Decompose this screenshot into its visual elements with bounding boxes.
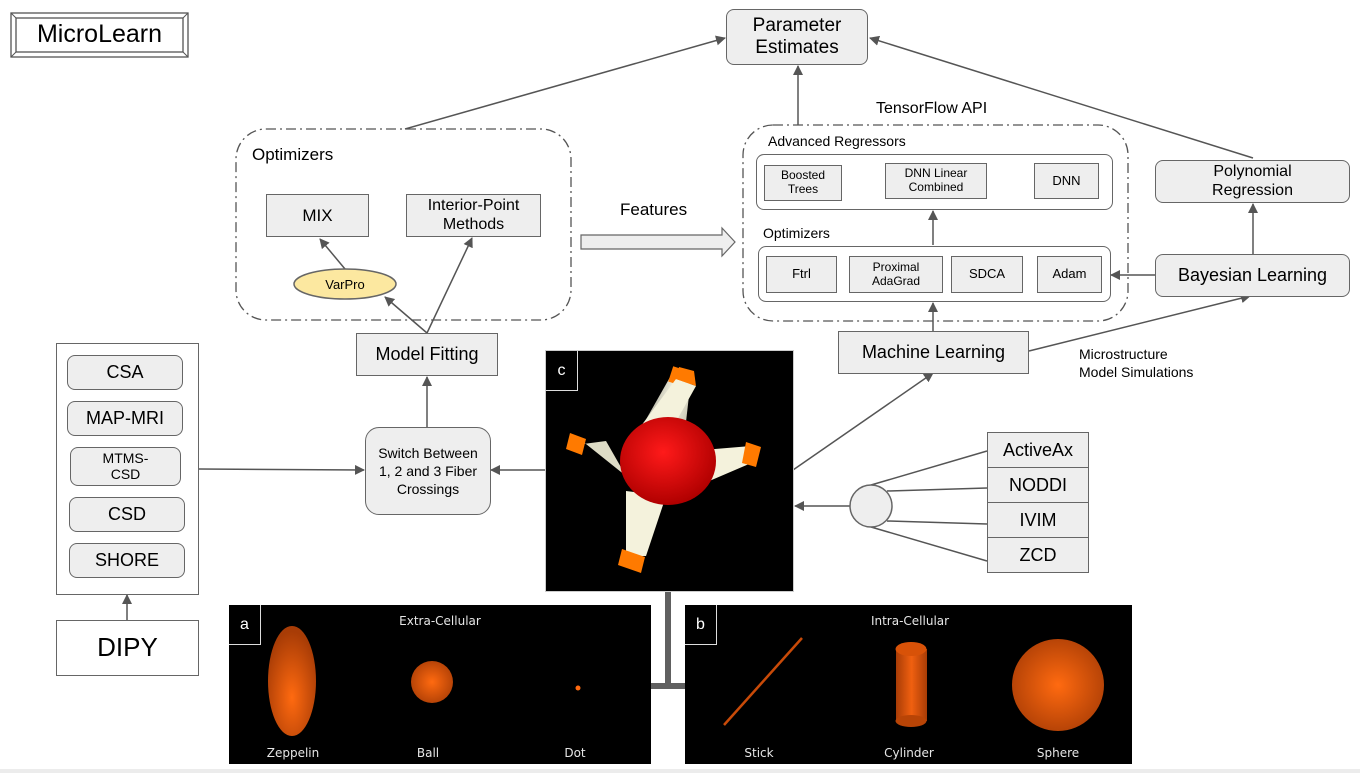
model-label: NODDI	[1009, 474, 1067, 495]
panel-b-tag: b	[685, 605, 717, 645]
zeppelin-label: Zeppelin	[266, 746, 320, 760]
interior-point-box[interactable]: Interior-Point Methods	[406, 194, 541, 237]
cylinder-label: Cylinder	[884, 746, 934, 760]
method-map-mri[interactable]: MAP-MRI	[67, 401, 183, 436]
model-label: ActiveAx	[1002, 439, 1074, 460]
regressor-dnn-linear-combined[interactable]: DNN Linear Combined	[885, 163, 987, 199]
regressor-dnn[interactable]: DNN	[1034, 163, 1099, 199]
machine-learning-box[interactable]: Machine Learning	[838, 331, 1029, 374]
model-ivim[interactable]: IVIM	[987, 502, 1089, 538]
regressor-label: DNN	[1052, 172, 1081, 188]
sphere-shape	[1012, 639, 1104, 731]
regressor-label: Boosted Trees	[780, 168, 826, 196]
method-label: CSD	[107, 504, 146, 525]
model-fitting-label: Model Fitting	[375, 344, 479, 365]
method-mtms-csd[interactable]: MTMS-CSD	[70, 447, 181, 486]
extra-cellular-shapes	[268, 626, 581, 736]
model-fitting-box[interactable]: Model Fitting	[356, 333, 498, 376]
optimizer-label: SDCA	[968, 266, 1006, 282]
dot-shape	[575, 685, 581, 691]
dot-label: Dot	[564, 746, 586, 760]
varpro-label[interactable]: VarPro	[325, 277, 365, 292]
parameter-estimates-box[interactable]: Parameter Estimates	[726, 9, 868, 65]
bayesian-learning-label: Bayesian Learning	[1177, 265, 1328, 286]
method-label: SHORE	[94, 550, 159, 571]
sphere-label: Sphere	[1036, 746, 1080, 760]
features-label: Features	[620, 200, 688, 219]
method-csa[interactable]: CSA	[67, 355, 183, 390]
regressor-boosted-trees[interactable]: Boosted Trees	[764, 165, 842, 201]
crossing-fibers-graphic	[566, 366, 761, 573]
optimizer-ftrl[interactable]: Ftrl	[766, 256, 837, 293]
switch-label: Switch Between 1, 2 and 3 Fiber Crossing…	[378, 444, 478, 498]
panel-b-intra-cellular: b Intra-Cellular Stick Cylinder Sphere	[685, 605, 1132, 764]
app-title: MicroLearn	[36, 20, 163, 48]
intra-cellular-shapes	[723, 637, 1104, 731]
method-label: MAP-MRI	[86, 408, 164, 429]
model-activeax[interactable]: ActiveAx	[987, 432, 1089, 468]
tensorflow-label: TensorFlow API	[876, 100, 988, 117]
model-noddi[interactable]: NODDI	[987, 467, 1089, 503]
optimizer-sdca[interactable]: SDCA	[951, 256, 1023, 293]
stick-shape	[723, 637, 803, 726]
panel-c-fiber-crossing-render: c	[545, 350, 794, 592]
bayesian-learning-box[interactable]: Bayesian Learning	[1155, 254, 1350, 297]
panel-a-extra-cellular: a Extra-Cellular Zeppelin Ball Dot	[229, 605, 651, 764]
mix-box[interactable]: MIX	[266, 194, 369, 237]
optimizer-label: Adam	[1052, 266, 1087, 282]
ball-label: Ball	[416, 746, 440, 760]
cylinder-shape	[896, 649, 927, 721]
polynomial-regression-label: Polynomial Regression	[1212, 163, 1293, 199]
panel-a-tag: a	[229, 605, 261, 645]
optimizers-group-title: Optimizers	[252, 145, 334, 164]
ball-shape	[411, 661, 453, 703]
optimizer-adam[interactable]: Adam	[1037, 256, 1102, 293]
simulation-hub-circle	[849, 484, 893, 528]
polynomial-regression-box[interactable]: Polynomial Regression	[1155, 160, 1350, 203]
advanced-regressors-title: Advanced Regressors	[768, 133, 906, 149]
panel-a-title: Extra-Cellular	[399, 614, 481, 628]
panel-b-title: Intra-Cellular	[870, 614, 950, 628]
method-csd[interactable]: CSD	[69, 497, 185, 532]
optimizer-proximal-adagrad[interactable]: Proximal AdaGrad	[849, 256, 943, 293]
features-arrow	[580, 226, 736, 258]
arrow-polynomial-to-estimates	[869, 35, 1254, 159]
panel-c-tag: c	[546, 351, 578, 391]
dipy-label: DIPY	[97, 632, 158, 663]
optimizer-label: Proximal AdaGrad	[871, 259, 921, 288]
regressor-label: DNN Linear Combined	[904, 166, 968, 194]
model-label: IVIM	[1019, 509, 1057, 530]
fiber-junction-sphere	[620, 417, 716, 505]
model-list: ActiveAx NODDI IVIM ZCD	[987, 432, 1089, 573]
optimizer-label: Ftrl	[792, 266, 811, 282]
interior-point-label: Interior-Point Methods	[427, 197, 520, 233]
tf-optimizers-title: Optimizers	[763, 225, 830, 241]
method-shore[interactable]: SHORE	[69, 543, 185, 578]
dipy-box[interactable]: DIPY	[56, 620, 199, 676]
model-zcd[interactable]: ZCD	[987, 537, 1089, 573]
mix-label: MIX	[302, 205, 333, 225]
fiber-crossings-switch-box[interactable]: Switch Between 1, 2 and 3 Fiber Crossing…	[365, 427, 491, 515]
method-label: MTMS-CSD	[102, 450, 149, 482]
method-label: CSA	[106, 362, 144, 383]
simulations-label: Microstructure Model Simulations	[1079, 346, 1194, 380]
machine-learning-label: Machine Learning	[861, 342, 1006, 363]
parameter-estimates-label: Parameter Estimates	[752, 15, 842, 58]
zeppelin-shape	[268, 626, 316, 736]
arrow-optimizers-to-estimates	[404, 35, 726, 130]
stick-label: Stick	[744, 746, 774, 760]
model-label: ZCD	[1019, 544, 1057, 565]
